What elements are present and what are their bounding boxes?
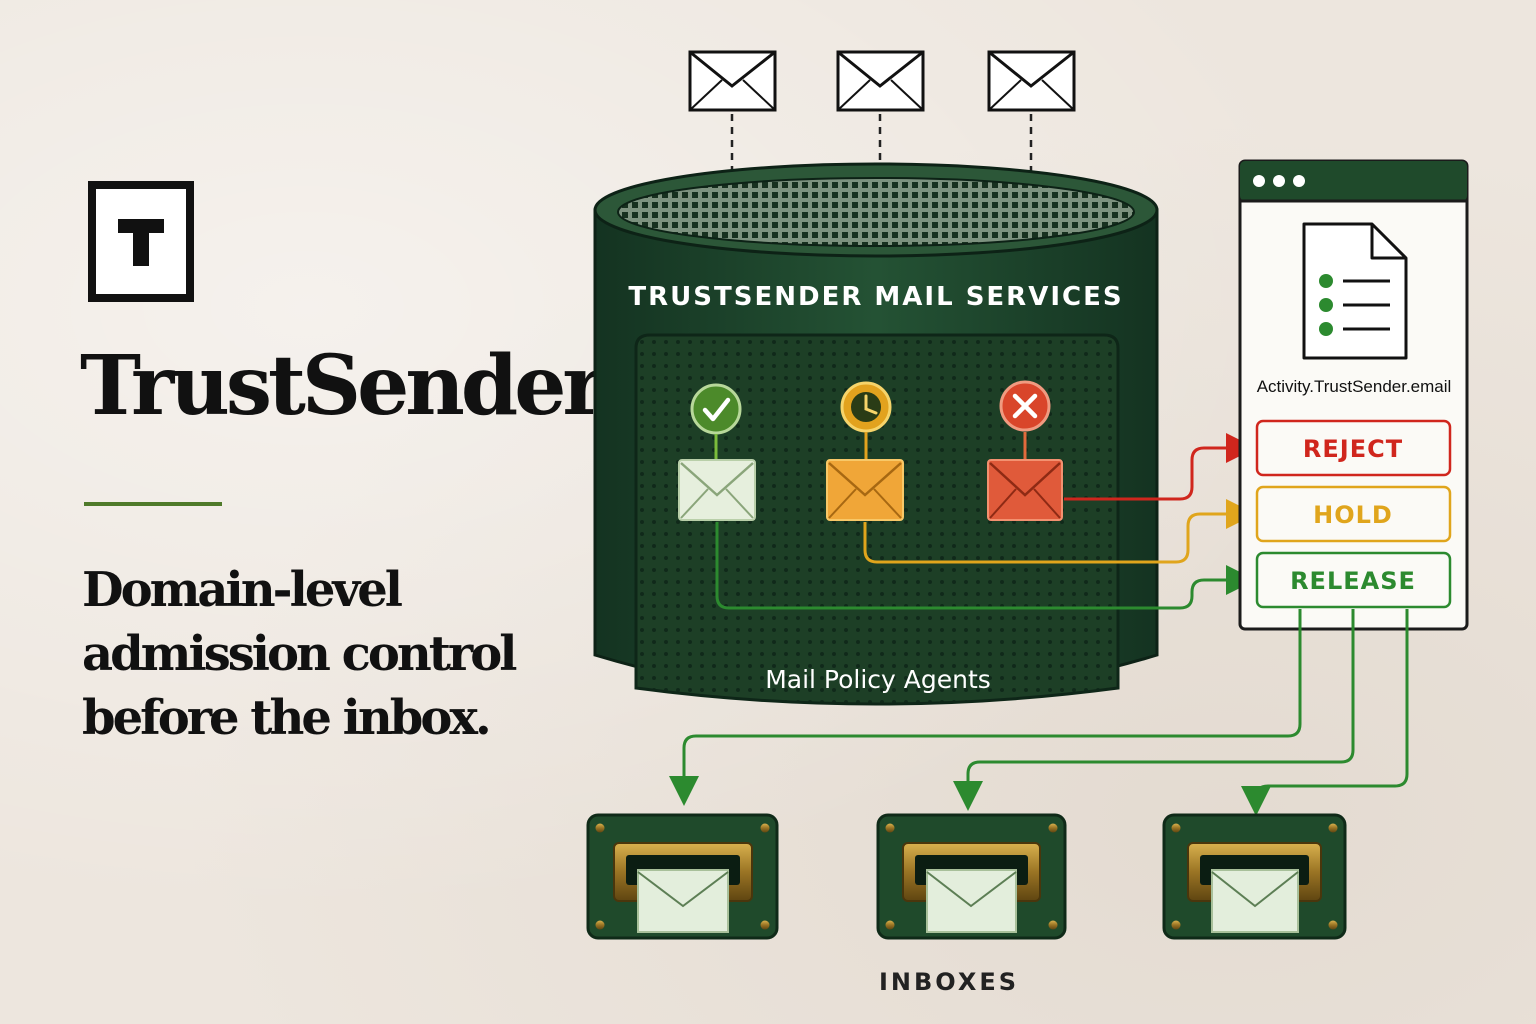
held-email-icon bbox=[826, 459, 904, 521]
inboxes-label: INBOXES bbox=[879, 968, 1019, 996]
release-to-inbox-1-line bbox=[669, 609, 1302, 806]
window-dot-minimize[interactable] bbox=[1273, 175, 1285, 187]
service-title: TRUSTSENDER MAIL SERVICES bbox=[628, 282, 1123, 312]
tagline-line-2: admission control bbox=[82, 626, 517, 682]
release-to-inbox-3-line bbox=[1241, 609, 1409, 816]
window-dot-close[interactable] bbox=[1253, 175, 1265, 187]
rejected-email-icon bbox=[987, 459, 1063, 521]
incoming-email-2 bbox=[836, 50, 925, 112]
tagline-line-1: Domain-level bbox=[82, 562, 403, 618]
tagline: Domain-level admission control before th… bbox=[82, 558, 552, 750]
tagline-line-3: before the inbox. bbox=[82, 690, 492, 746]
inbox-1 bbox=[586, 813, 779, 940]
logo-mark bbox=[88, 181, 194, 302]
hold-action-button[interactable]: HOLD bbox=[1255, 485, 1452, 543]
check-icon bbox=[690, 383, 742, 460]
release-action-button[interactable]: RELEASE bbox=[1255, 551, 1452, 609]
logo-t-stem bbox=[133, 219, 149, 266]
inbox-3 bbox=[1162, 813, 1347, 940]
x-icon bbox=[999, 380, 1051, 460]
inbox-2 bbox=[876, 813, 1067, 940]
release-route-line bbox=[715, 522, 1256, 610]
document-list-icon bbox=[1302, 222, 1408, 360]
hold-route-line bbox=[863, 499, 1256, 564]
release-action-label: RELEASE bbox=[1290, 567, 1416, 595]
reject-action-label: REJECT bbox=[1303, 435, 1403, 463]
reject-action-button[interactable]: REJECT bbox=[1255, 419, 1452, 477]
activity-url: Activity.TrustSender.email bbox=[1257, 377, 1452, 396]
release-to-inbox-2-line bbox=[953, 609, 1355, 811]
brand-name: TrustSender bbox=[80, 338, 606, 434]
accent-rule bbox=[84, 502, 222, 506]
hold-action-label: HOLD bbox=[1313, 501, 1393, 529]
reject-route-line bbox=[1064, 433, 1256, 501]
incoming-email-1 bbox=[688, 50, 777, 112]
approved-email-icon bbox=[678, 459, 756, 521]
agents-label: Mail Policy Agents bbox=[765, 665, 991, 694]
incoming-email-3 bbox=[987, 50, 1076, 112]
clock-icon bbox=[840, 381, 892, 460]
window-dot-maximize[interactable] bbox=[1293, 175, 1305, 187]
mail-service-cylinder bbox=[593, 162, 1159, 706]
